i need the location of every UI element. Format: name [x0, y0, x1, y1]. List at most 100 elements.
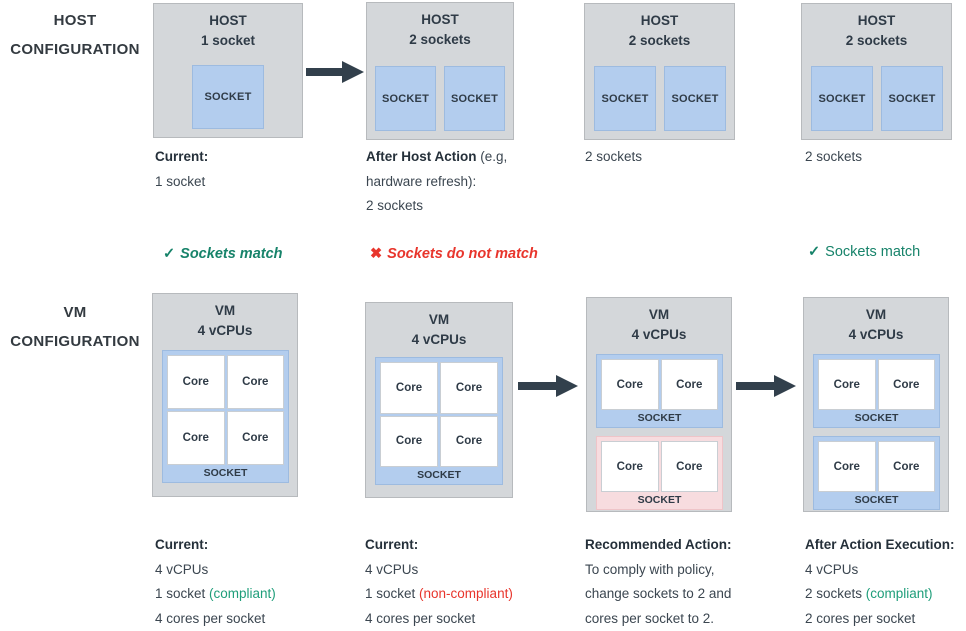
- vm-caption-4-compliance: 2 sockets (compliant): [805, 582, 966, 607]
- vm-core: Core: [878, 441, 936, 492]
- vm-caption-1-bold: Current:: [155, 533, 355, 558]
- vm-caption-2: Current: 4 vCPUs 1 socket (non-compliant…: [365, 533, 580, 631]
- vm-caption-2-compliance: 1 socket (non-compliant): [365, 582, 580, 607]
- host-caption-3-line: 2 sockets: [585, 145, 775, 170]
- vm-caption-3-line: To comply with policy,: [585, 558, 800, 583]
- host-box-1-title: HOST: [154, 11, 302, 31]
- vm-caption-4-last: 2 cores per socket: [805, 607, 966, 631]
- host-box-2-subtitle: 2 sockets: [367, 30, 513, 50]
- vm-socket-group: Core Core SOCKET: [596, 354, 723, 428]
- vm-socket-label: SOCKET: [167, 465, 284, 481]
- vm-core: Core: [878, 359, 936, 410]
- vm-caption-2-last: 4 cores per socket: [365, 607, 580, 631]
- vm-core: Core: [661, 441, 719, 492]
- host-socket: SOCKET: [375, 66, 436, 131]
- host-socket: SOCKET: [192, 65, 264, 129]
- vm-socket-label: SOCKET: [818, 410, 935, 426]
- vm-core: Core: [601, 441, 659, 492]
- vm-core: Core: [601, 359, 659, 410]
- vm-caption-4-line: 4 vCPUs: [805, 558, 966, 583]
- host-caption-1-bold: Current:: [155, 145, 345, 170]
- host-caption-2-bold-tail: (e.g,: [477, 149, 508, 164]
- vm-box-3-subtitle: 4 vCPUs: [587, 325, 731, 345]
- vm-core: Core: [167, 355, 225, 409]
- right-arrow-icon: [306, 58, 366, 91]
- right-arrow-icon: [736, 372, 798, 405]
- status-badge-sockets-match-2: ✓ Sockets match: [808, 244, 920, 260]
- host-caption-2-headline: After Host Action (e.g,: [366, 145, 576, 170]
- host-box-1-subtitle: 1 socket: [154, 31, 302, 51]
- host-box-4-subtitle: 2 sockets: [802, 31, 951, 51]
- vm-socket-group: Core Core Core Core SOCKET: [375, 357, 503, 485]
- vm-core: Core: [380, 362, 438, 414]
- vm-caption-1-line: 4 vCPUs: [155, 558, 355, 583]
- host-box-2-sockets: SOCKET SOCKET: [375, 66, 505, 131]
- vm-core: Core: [380, 416, 438, 468]
- vm-caption-1-last: 4 cores per socket: [155, 607, 355, 631]
- vm-core: Core: [440, 416, 498, 468]
- vm-caption-4-compliance-prefix: 2 sockets: [805, 586, 866, 601]
- vm-caption-4: After Action Execution: 4 vCPUs 2 socket…: [805, 533, 966, 631]
- host-caption-2-line: hardware refresh):: [366, 170, 576, 195]
- vm-box-1-title: VM: [153, 301, 297, 321]
- vm-core: Core: [440, 362, 498, 414]
- host-box-4-title: HOST: [802, 11, 951, 31]
- host-box-1-sockets: SOCKET: [192, 65, 264, 129]
- vm-box-4-subtitle: 4 vCPUs: [804, 325, 948, 345]
- status-badge-label: Sockets match: [180, 246, 282, 262]
- host-caption-1: Current: 1 socket: [155, 145, 345, 194]
- host-box-3-subtitle: 2 sockets: [585, 31, 734, 51]
- host-row-label-line1: HOST: [0, 6, 150, 35]
- vm-caption-4-bold: After Action Execution:: [805, 533, 966, 558]
- vm-core-grid: Core Core: [818, 359, 935, 410]
- host-row-label-line2: CONFIGURATION: [0, 35, 150, 64]
- vm-core: Core: [818, 441, 876, 492]
- vm-socket-group: Core Core SOCKET: [813, 436, 940, 510]
- host-socket: SOCKET: [811, 66, 873, 131]
- vm-core: Core: [818, 359, 876, 410]
- host-caption-3: 2 sockets: [585, 145, 775, 170]
- cross-icon: ✖: [370, 246, 382, 262]
- vm-box-1-subtitle: 4 vCPUs: [153, 321, 297, 341]
- host-socket: SOCKET: [594, 66, 656, 131]
- vm-socket-label: SOCKET: [380, 467, 498, 483]
- host-configuration-row-label: HOST CONFIGURATION: [0, 6, 150, 64]
- vm-caption-1-compliance: 1 socket (compliant): [155, 582, 355, 607]
- vm-box-2-subtitle: 4 vCPUs: [366, 330, 512, 350]
- host-socket: SOCKET: [444, 66, 505, 131]
- vm-socket-group-noncompliant: Core Core SOCKET: [596, 436, 723, 510]
- vm-core: Core: [661, 359, 719, 410]
- host-caption-1-line: 1 socket: [155, 170, 345, 195]
- compliance-tag: (compliant): [209, 586, 276, 601]
- vm-caption-3-line: cores per socket to 2.: [585, 607, 800, 631]
- vm-core: Core: [167, 411, 225, 465]
- right-arrow-icon: [518, 372, 580, 405]
- vm-row-label-line2: CONFIGURATION: [0, 327, 150, 356]
- vm-core-grid: Core Core: [601, 359, 718, 410]
- vm-box-3-title: VM: [587, 305, 731, 325]
- compliance-tag: (compliant): [866, 586, 933, 601]
- vm-box-4-title: VM: [804, 305, 948, 325]
- check-icon: ✓: [163, 246, 175, 262]
- vm-core-grid: Core Core Core Core: [380, 362, 498, 467]
- vm-caption-2-line: 4 vCPUs: [365, 558, 580, 583]
- status-badge-label: Sockets match: [825, 244, 920, 260]
- vm-box-2-title: VM: [366, 310, 512, 330]
- vm-core: Core: [227, 411, 285, 465]
- vm-caption-3: Recommended Action: To comply with polic…: [585, 533, 800, 631]
- host-box-2-title: HOST: [367, 10, 513, 30]
- host-socket: SOCKET: [664, 66, 726, 131]
- vm-caption-3-bold: Recommended Action:: [585, 533, 800, 558]
- check-icon: ✓: [808, 244, 820, 260]
- vm-caption-3-line: change sockets to 2 and: [585, 582, 800, 607]
- compliance-tag: (non-compliant): [419, 586, 513, 601]
- vm-core-grid: Core Core: [818, 441, 935, 492]
- vm-core-grid: Core Core Core Core: [167, 355, 284, 465]
- host-box-3-sockets: SOCKET SOCKET: [594, 66, 726, 131]
- host-socket: SOCKET: [881, 66, 943, 131]
- vm-socket-label: SOCKET: [601, 492, 718, 508]
- vm-socket-group: Core Core SOCKET: [813, 354, 940, 428]
- host-caption-4: 2 sockets: [805, 145, 966, 170]
- host-box-4-sockets: SOCKET SOCKET: [811, 66, 943, 131]
- status-badge-sockets-match-1: ✓ Sockets match: [163, 246, 283, 262]
